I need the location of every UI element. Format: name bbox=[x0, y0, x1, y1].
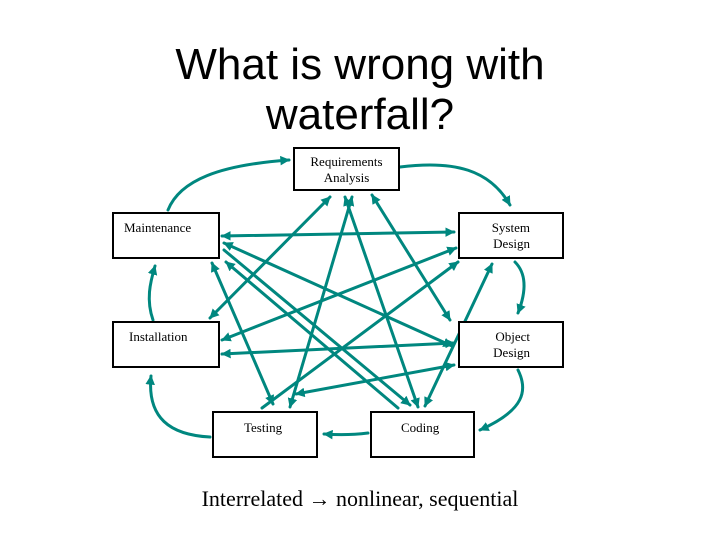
title-line-2: waterfall? bbox=[265, 90, 455, 139]
title-line-1: What is wrong with bbox=[175, 40, 545, 89]
installation-box: Installation bbox=[112, 321, 220, 368]
arrow-object-to-coding bbox=[478, 368, 525, 432]
coding-box: Coding bbox=[370, 411, 475, 458]
coding-label: Coding bbox=[401, 420, 440, 435]
maintenance-box: Maintenance bbox=[112, 212, 220, 259]
arrow-testing-to-installation bbox=[145, 374, 212, 439]
arrow-maintenance-to-requirements bbox=[166, 155, 291, 212]
caption: Interrelated → nonlinear, sequential bbox=[0, 486, 720, 512]
caption-left: Interrelated bbox=[201, 486, 303, 511]
arrow-installation-system bbox=[220, 246, 458, 342]
arrow-object-requirements bbox=[370, 193, 452, 322]
right-arrow-icon: → bbox=[308, 486, 331, 511]
maintenance-label: Maintenance bbox=[124, 220, 192, 235]
arrow-coding-to-testing bbox=[322, 429, 370, 440]
arrow-installation-to-maintenance bbox=[147, 264, 158, 322]
slide-title: What is wrong with waterfall? bbox=[0, 40, 720, 140]
requirements-label-line-1: Requirements bbox=[310, 154, 383, 169]
object-design-box: Object Design bbox=[458, 321, 564, 368]
caption-right: nonlinear, sequential bbox=[335, 486, 519, 511]
arrow-requirements-to-system bbox=[398, 163, 512, 207]
arrow-system-to-object bbox=[513, 260, 526, 315]
object-design-label-line-1: Object bbox=[495, 329, 530, 344]
testing-box: Testing bbox=[212, 411, 318, 458]
object-design-label-line-2: Design bbox=[493, 345, 530, 360]
arrow-testing-object bbox=[294, 361, 456, 398]
system-design-label-line-2: Design bbox=[493, 236, 530, 251]
system-design-label-line-1: System bbox=[491, 220, 530, 235]
requirements-label-line-2: Analysis bbox=[323, 170, 370, 185]
installation-label: Installation bbox=[129, 329, 188, 344]
arrow-maintenance-system bbox=[220, 227, 456, 241]
system-design-box: System Design bbox=[458, 212, 564, 259]
testing-label: Testing bbox=[244, 420, 283, 435]
requirements-analysis-box: Requirements Analysis bbox=[293, 147, 400, 191]
